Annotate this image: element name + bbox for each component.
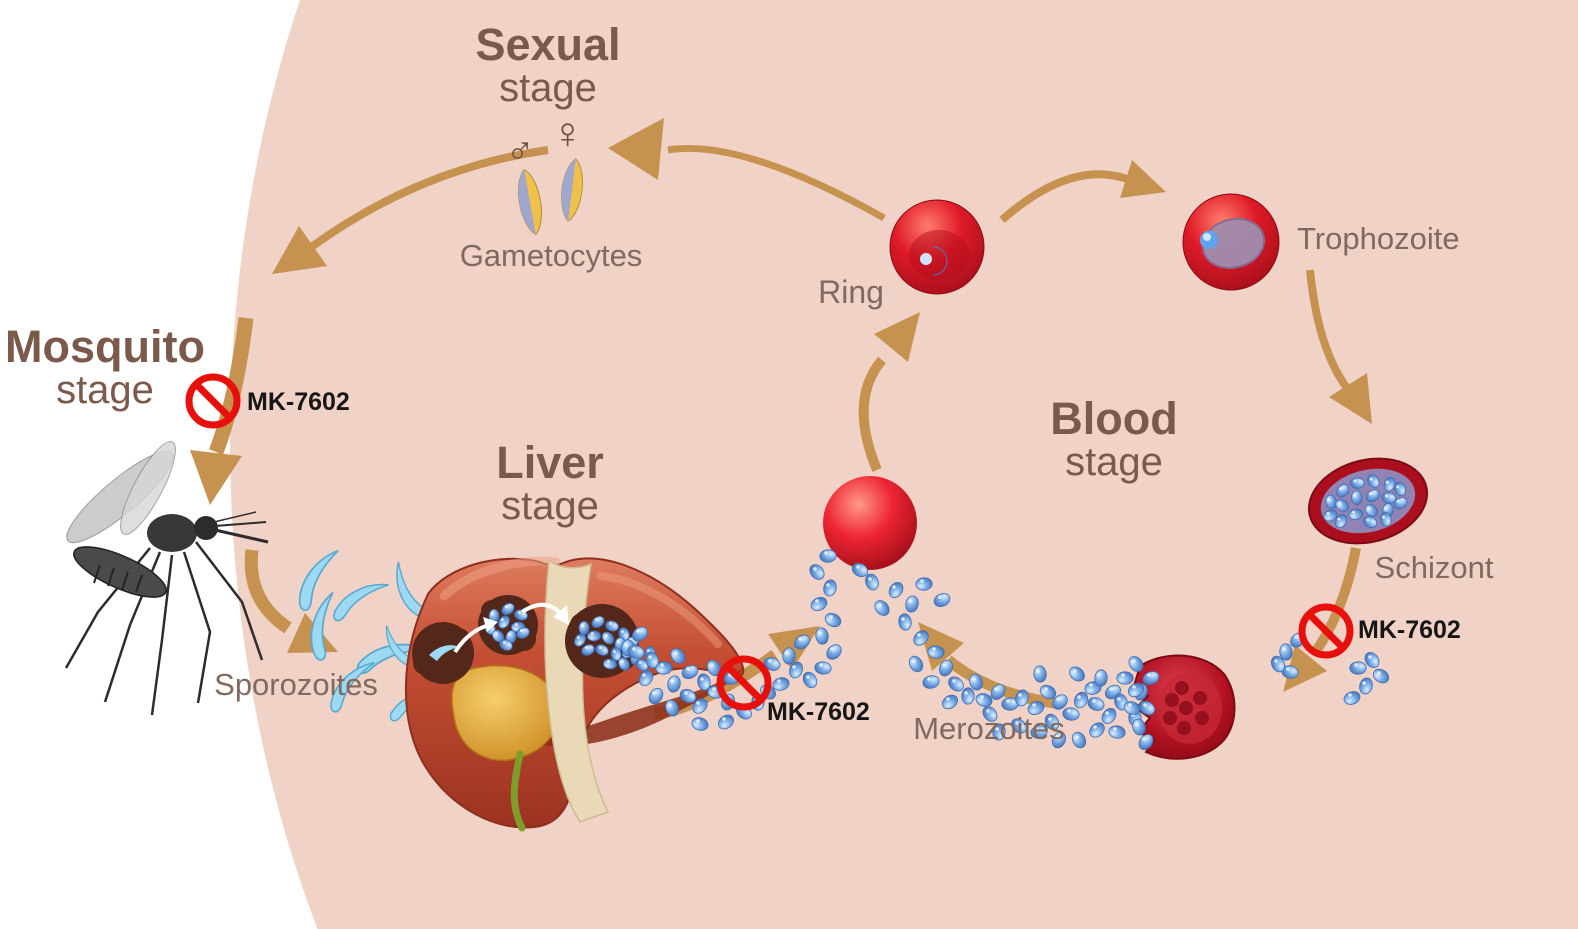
liver-focus-1: [412, 622, 474, 684]
arrow-merozoites-to-infected-rbc: [918, 622, 1056, 709]
arrow-infected-rbc-to-ring: [858, 312, 920, 472]
gametocytes-label: Gametocytes: [459, 238, 643, 273]
ring-label: Ring: [818, 274, 884, 310]
inhibitor-label-liver: MK-7602: [767, 698, 870, 726]
blood-stage-title: Blood stage: [1050, 393, 1178, 484]
merozoites-label: Merozoites: [913, 711, 1065, 746]
merozoite-dots: [621, 549, 1390, 750]
mosquito-stage-title: Mosquito stage: [5, 321, 205, 412]
liver-progression-arrows: [453, 602, 569, 654]
arrow-gametocytes-to-mosquito: [272, 146, 549, 274]
arrow-trophozoite-to-schizont: [1306, 269, 1372, 424]
schizont-label: Schizont: [1374, 550, 1494, 585]
mosquito-illustration: [64, 441, 269, 716]
sexual-stage-title: Sexual stage: [475, 19, 621, 110]
arrow-ring-to-trophozoite: [999, 160, 1166, 223]
liver-illustration: [404, 556, 745, 832]
sporozoites-label: Sporozoites: [214, 667, 378, 702]
arrow-ring-to-gametocytes: [608, 118, 886, 222]
ring-stage-cell: [889, 199, 985, 295]
inhibitor-label-schizont: MK-7602: [1358, 616, 1461, 644]
ruptured-rbc: [1132, 654, 1236, 760]
liver-focus-3: [565, 604, 656, 678]
arrow-schizont-to-rupture: [1283, 547, 1361, 692]
liver-stage-title: Liver stage: [496, 437, 604, 528]
female-symbol: ♀: [551, 109, 584, 158]
infected-rbc: [823, 476, 917, 570]
inhibitor-label-mosquito: MK-7602: [247, 388, 350, 416]
ring-parasite: [920, 246, 948, 276]
male-symbol: ♂: [506, 129, 535, 171]
trophozoite-label: Trophozoite: [1297, 221, 1460, 256]
trophozoite-cell: [1182, 193, 1280, 291]
no-entry-icon: [1302, 607, 1350, 655]
schizont-cell: [1307, 457, 1429, 545]
